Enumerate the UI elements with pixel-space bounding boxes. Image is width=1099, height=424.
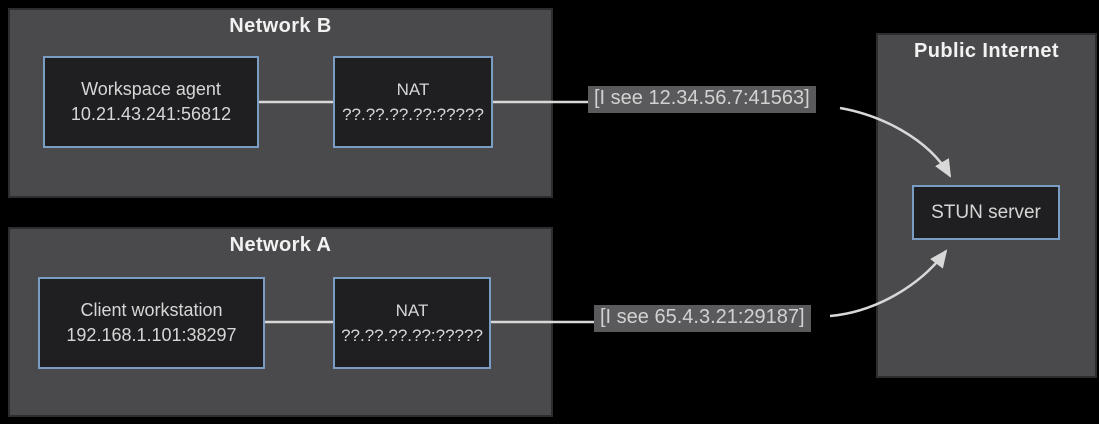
workspace-agent-name: Workspace agent	[81, 79, 221, 99]
workspace-agent-address: 10.21.43.241:56812	[70, 104, 232, 124]
workspace-agent-node: Workspace agent 10.21.43.241:56812	[43, 56, 259, 148]
public-internet-title: Public Internet	[914, 40, 1059, 62]
stun-server-node: STUN server	[912, 185, 1060, 240]
client-workstation-address: 192.168.1.101:38297	[66, 325, 237, 345]
network-b-title: Network B	[229, 15, 332, 37]
client-workstation-node: Client workstation 192.168.1.101:38297	[38, 277, 265, 369]
nat-b-name: NAT	[396, 80, 430, 99]
stun-observation-network-b: [I see 12.34.56.7:41563]	[588, 86, 816, 113]
nat-a-node: NAT ??.??.??.??:?????	[333, 277, 491, 369]
nat-a-name: NAT	[395, 301, 429, 320]
nat-b-address: ??.??.??.??:?????	[342, 105, 484, 124]
nat-b-node: NAT ??.??.??.??:?????	[333, 56, 493, 148]
client-workstation-name: Client workstation	[80, 300, 223, 320]
nat-a-address: ??.??.??.??:?????	[341, 326, 483, 345]
stun-server-label: STUN server	[931, 202, 1041, 223]
network-a-title: Network A	[229, 234, 332, 256]
stun-observation-network-a: [I see 65.4.3.21:29187]	[594, 305, 811, 332]
